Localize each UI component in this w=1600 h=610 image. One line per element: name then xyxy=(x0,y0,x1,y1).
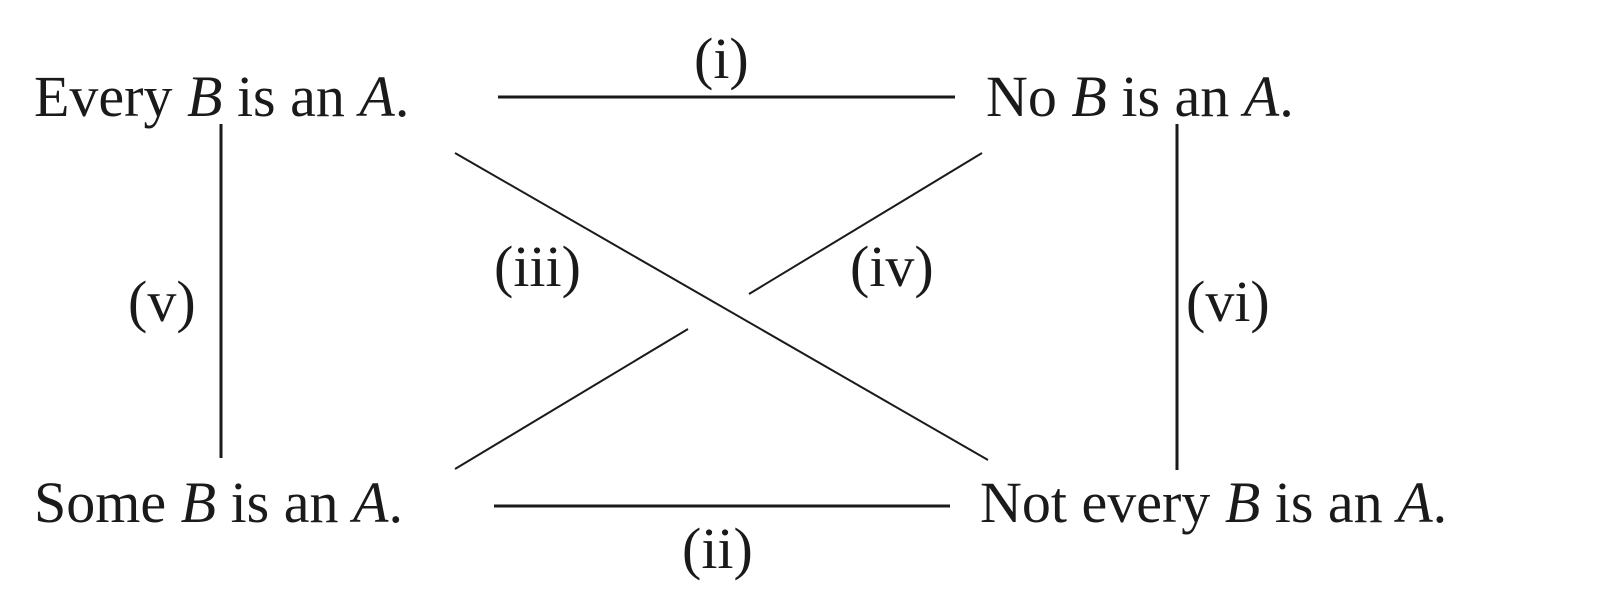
edge-label-iv: (iv) xyxy=(850,234,934,299)
node-not-every-b-is-an-a: Not every B is an A. xyxy=(980,474,1447,532)
node-text: is an xyxy=(1106,64,1244,129)
edge-label-vi: (vi) xyxy=(1186,269,1270,334)
node-text: . xyxy=(1279,64,1294,129)
node-var: A xyxy=(353,470,389,535)
node-text: is an xyxy=(1260,470,1398,535)
node-text: is an xyxy=(222,64,360,129)
node-var: B xyxy=(1224,470,1261,535)
edge-line-iv xyxy=(454,152,983,470)
node-var: A xyxy=(1397,470,1433,535)
node-var: B xyxy=(1071,64,1107,129)
node-some-b-is-an-a: Some B is an A. xyxy=(34,474,403,532)
node-text: . xyxy=(394,64,410,129)
edge-line-iv-upper xyxy=(748,152,983,295)
edge-label-iii: (iii) xyxy=(494,234,581,299)
node-var: B xyxy=(180,470,217,535)
node-var: A xyxy=(1243,64,1280,129)
node-text: No xyxy=(986,64,1072,129)
node-text: Not every xyxy=(980,470,1225,535)
node-text: is an xyxy=(216,470,353,535)
node-text: Every xyxy=(34,64,187,129)
node-var: B xyxy=(187,64,223,129)
node-no-b-is-an-a: No B is an A. xyxy=(986,68,1294,126)
edge-label-v: (v) xyxy=(128,269,196,334)
node-text: Some xyxy=(34,470,181,535)
node-text: . xyxy=(388,470,403,535)
edge-line-iv-lower xyxy=(454,328,689,470)
edge-label-i: (i) xyxy=(694,26,749,91)
node-every-b-is-an-a: Every B is an A. xyxy=(34,68,409,126)
node-text: . xyxy=(1432,470,1448,535)
edge-label-ii: (ii) xyxy=(682,516,753,581)
edge-line-iii xyxy=(454,152,989,461)
node-var: A xyxy=(359,64,395,129)
